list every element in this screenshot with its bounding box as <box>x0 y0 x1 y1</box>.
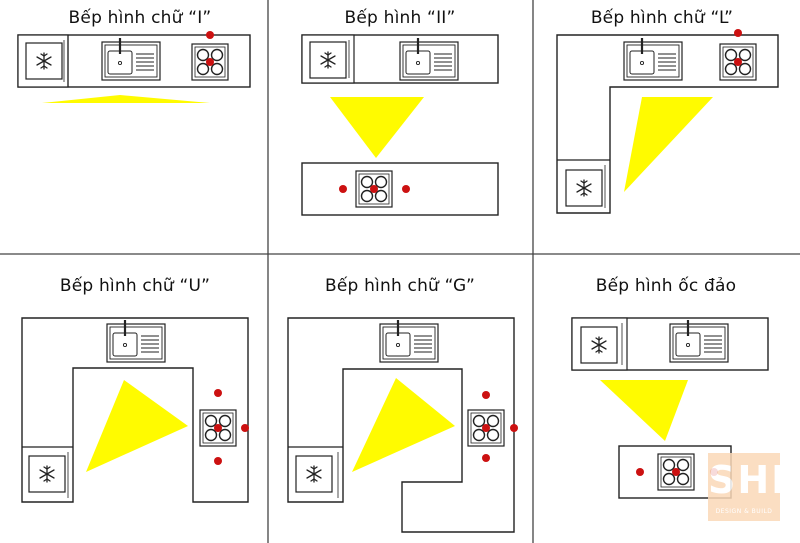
stove-icon <box>467 409 505 447</box>
logo-subtitle: DESIGN & BUILD <box>715 508 773 515</box>
sink-icon <box>100 36 162 82</box>
red-marker <box>241 424 249 432</box>
snowflake-icon <box>25 42 63 80</box>
red-marker <box>206 31 214 39</box>
snowflake-icon <box>565 169 603 207</box>
snowflake-icon <box>580 326 618 364</box>
red-marker <box>734 29 742 37</box>
layout-i <box>17 31 251 103</box>
red-marker <box>510 424 518 432</box>
work-triangle <box>330 97 424 158</box>
red-marker <box>402 185 410 193</box>
stove-icon <box>719 43 757 81</box>
panel-title-i: Bếp hình chữ “I” <box>68 8 212 28</box>
stove-icon <box>355 170 393 208</box>
layout-l <box>556 29 779 214</box>
panel-title-g: Bếp hình chữ “G” <box>324 276 476 296</box>
brand-logo: SHI DESIGN & BUILD <box>708 453 788 521</box>
sink-icon <box>378 318 440 364</box>
stove-icon <box>199 409 237 447</box>
work-triangle <box>86 380 188 472</box>
snowflake-icon <box>309 41 347 79</box>
sink-icon <box>668 318 730 364</box>
red-marker <box>339 185 347 193</box>
red-marker <box>636 468 644 476</box>
work-triangle <box>352 378 455 472</box>
work-triangle <box>42 95 210 103</box>
panel-title-island: Bếp hình ốc đảo <box>595 276 737 296</box>
stove-icon <box>657 453 695 491</box>
sink-icon <box>398 36 460 82</box>
red-marker <box>482 454 490 462</box>
logo-text: SHI <box>708 458 788 502</box>
sink-icon <box>622 36 684 82</box>
panel-title-l: Bếp hình chữ “L” <box>590 8 734 28</box>
layout-u <box>21 317 249 503</box>
red-marker <box>482 391 490 399</box>
work-triangle <box>624 97 713 192</box>
red-marker <box>214 389 222 397</box>
stove-icon <box>191 43 229 81</box>
layout-ii <box>301 34 499 216</box>
snowflake-icon <box>295 455 333 493</box>
layout-g <box>287 317 518 533</box>
panel-title-u: Bếp hình chữ “U” <box>59 276 211 296</box>
sink-icon <box>105 318 167 364</box>
panel-title-ii: Bếp hình “II” <box>344 8 456 28</box>
snowflake-icon <box>28 455 66 493</box>
work-triangle <box>600 380 688 441</box>
red-marker <box>214 457 222 465</box>
